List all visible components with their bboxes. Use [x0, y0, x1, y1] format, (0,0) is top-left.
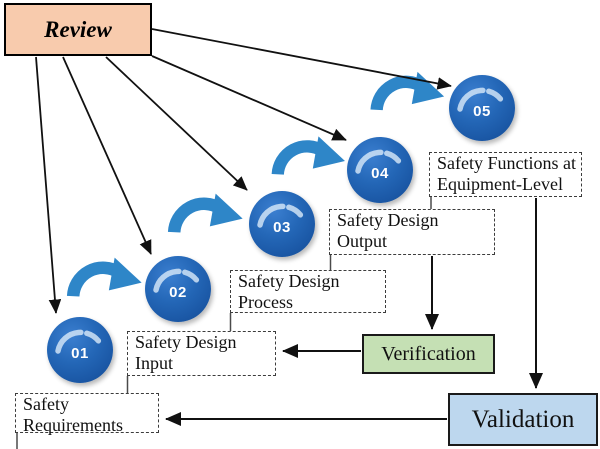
- step-circle-01: 01: [47, 317, 113, 383]
- stair-connectors: [16, 197, 432, 449]
- box-label: Safety Design Output: [337, 210, 439, 251]
- validation-label: Validation: [471, 405, 575, 433]
- step-number: 02: [169, 283, 187, 301]
- review-arrows: [35, 28, 452, 314]
- flow-arrows: [165, 198, 543, 426]
- step-circle-05: 05: [449, 75, 515, 141]
- validation-box: Validation: [448, 393, 598, 446]
- curved-arrow-icon-01-02: [73, 258, 141, 297]
- curved-arrow-icon-03-04: [278, 136, 345, 174]
- box-safety-design-input: Safety Design Input: [127, 331, 276, 376]
- step-number: 05: [473, 102, 491, 120]
- box-safety-design-process: Safety Design Process: [230, 270, 386, 313]
- box-safety-design-output: Safety Design Output: [329, 209, 495, 255]
- verification-label: Verification: [381, 342, 476, 365]
- circle-gloss-highlight: [153, 268, 203, 293]
- box-label: Safety Design Process: [238, 271, 340, 312]
- verification-box: Verification: [362, 334, 495, 374]
- step-number: 01: [71, 344, 89, 362]
- curved-arrow-icon-02-03: [174, 194, 242, 233]
- circle-gloss-highlight: [355, 149, 405, 174]
- circle-gloss-highlight: [457, 87, 507, 112]
- box-safety-requirements: Safety Requirements: [15, 393, 159, 435]
- box-label: Safety Design Input: [135, 332, 237, 373]
- circle-gloss-highlight: [257, 203, 307, 228]
- box-label: Safety Functions at Equipment-Level: [437, 153, 576, 194]
- step-circle-04: 04: [347, 137, 413, 203]
- review-label: Review: [44, 16, 112, 42]
- circle-gloss-highlight: [55, 329, 105, 354]
- step-number: 03: [273, 218, 291, 236]
- step-number: 04: [371, 164, 389, 182]
- arrow-review-to-step-02: [62, 56, 152, 255]
- box-label: Safety Requirements: [23, 394, 123, 435]
- box-safety-functions-equipment-level: Safety Functions at Equipment-Level: [429, 152, 582, 197]
- arrow-review-to-step-01: [35, 56, 62, 314]
- arrow-review-to-step-05: [151, 28, 452, 90]
- arrow-review-to-step-04: [151, 55, 347, 141]
- review-box: Review: [4, 3, 152, 56]
- step-circle-03: 03: [249, 191, 315, 257]
- step-circle-02: 02: [145, 256, 211, 322]
- arrow-review-to-step-03: [105, 56, 248, 191]
